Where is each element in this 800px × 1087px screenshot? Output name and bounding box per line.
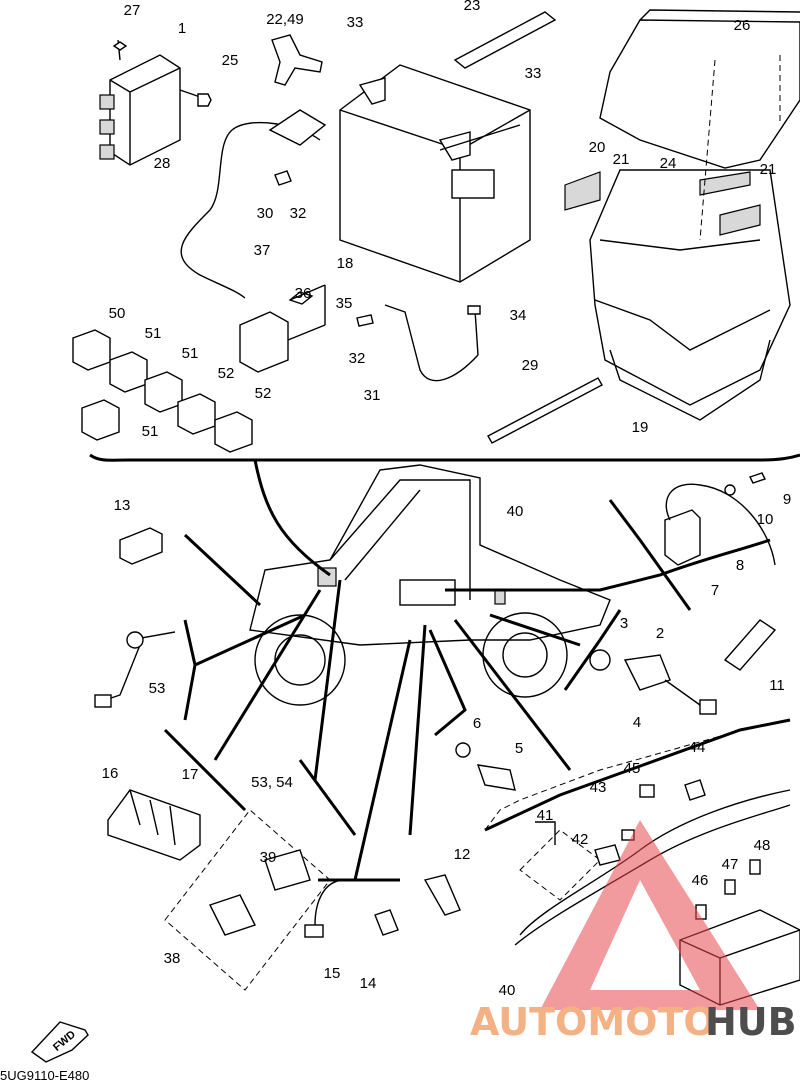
callout-40b: 40: [499, 982, 516, 999]
callout-51a: 51: [145, 325, 162, 342]
callout-26: 26: [734, 17, 751, 34]
callout-24: 24: [660, 155, 677, 172]
battery-box-cover: [599, 19, 800, 169]
callout-20: 20: [589, 139, 606, 156]
callout-34: 34: [510, 307, 527, 324]
callout-19: 19: [632, 419, 649, 436]
callout-18: 18: [337, 255, 354, 272]
battery: [339, 64, 531, 283]
rectifier-regulator: [107, 789, 201, 861]
callout-30: 30: [257, 205, 274, 222]
callout-38: 38: [164, 950, 181, 967]
callout-50: 50: [109, 305, 126, 322]
spark-plug-cap: [723, 619, 777, 671]
callout-52b: 52: [255, 385, 272, 402]
callout-11: 11: [769, 677, 785, 694]
callout-23: 23: [464, 0, 481, 14]
callout-25: 25: [222, 52, 239, 69]
callout-42: 42: [572, 831, 589, 848]
callout-9: 9: [783, 491, 791, 508]
cable-tie: [487, 377, 603, 444]
wire-clamp: [271, 34, 323, 86]
callout-33b: 33: [525, 65, 542, 82]
watermark-text-2: HUB: [705, 1000, 797, 1044]
callout-40a: 40: [507, 503, 524, 520]
callout-28: 28: [154, 155, 171, 172]
battery-negative-lead: [384, 304, 479, 382]
vehicle-outline: [249, 464, 611, 706]
callout-35: 35: [336, 295, 353, 312]
callout-31: 31: [364, 387, 381, 404]
callout-33a: 33: [347, 14, 364, 31]
callout-13: 13: [114, 497, 131, 514]
callout-17: 17: [182, 766, 199, 783]
switch-assembly: [209, 894, 256, 936]
callout-47: 47: [722, 856, 739, 873]
callout-21b: 21: [760, 161, 777, 178]
ignition-coil: [664, 509, 701, 566]
relay-blocks: [72, 329, 253, 453]
callout-2: 2: [656, 625, 664, 642]
fwd-arrow-icon: FWD: [30, 1021, 89, 1063]
neutral-switch-lead: [314, 879, 346, 926]
callout-43: 43: [590, 779, 607, 796]
callout-48: 48: [754, 837, 771, 854]
spark-plug: [423, 874, 461, 916]
callout-10: 10: [757, 511, 774, 528]
callout-36: 36: [295, 285, 312, 302]
callout-6: 6: [473, 715, 481, 732]
callout-3: 3: [620, 615, 628, 632]
callout-39: 39: [260, 849, 277, 866]
callout-5: 5: [515, 740, 523, 757]
callout-32b: 32: [349, 350, 366, 367]
callout-15: 15: [324, 965, 341, 982]
callout-21a: 21: [613, 151, 630, 168]
diagram-code: 5UG9110-E480: [0, 1068, 90, 1083]
watermark: [540, 820, 760, 1010]
callout-52a: 52: [218, 365, 235, 382]
o-ring: [589, 649, 611, 671]
watermark-logo-icon: [540, 820, 760, 1010]
callout-12: 12: [454, 846, 471, 863]
callout-37: 37: [254, 242, 271, 259]
pressure-switch: [119, 527, 163, 565]
callout-4: 4: [633, 714, 641, 731]
callout-51b: 51: [182, 345, 199, 362]
callout-51c: 51: [142, 423, 159, 440]
callout-16: 16: [102, 765, 119, 782]
ecu-unit: [99, 54, 181, 166]
temperature-sensor: [476, 764, 516, 791]
battery-lead: [180, 122, 321, 299]
callout-53a: 53: [149, 680, 166, 697]
callout-53_54: 53, 54: [251, 774, 293, 791]
callout-22_49: 22,49: [266, 11, 304, 28]
callout-44: 44: [689, 739, 706, 756]
starter-relay: [239, 311, 289, 373]
callout-1: 1: [178, 20, 186, 37]
pickup-coil: [623, 654, 671, 691]
callout-46: 46: [692, 872, 709, 889]
callout-27: 27: [124, 2, 141, 19]
callout-41: 41: [537, 807, 554, 824]
watermark-text-1: AUTOMOTO: [470, 1000, 716, 1044]
callout-29: 29: [522, 357, 539, 374]
callout-7: 7: [711, 582, 719, 599]
battery-box: [564, 169, 791, 421]
callout-32a: 32: [290, 205, 307, 222]
battery-band: [453, 11, 557, 69]
callout-8: 8: [736, 557, 744, 574]
callout-14: 14: [360, 975, 377, 992]
callout-45: 45: [624, 760, 641, 777]
